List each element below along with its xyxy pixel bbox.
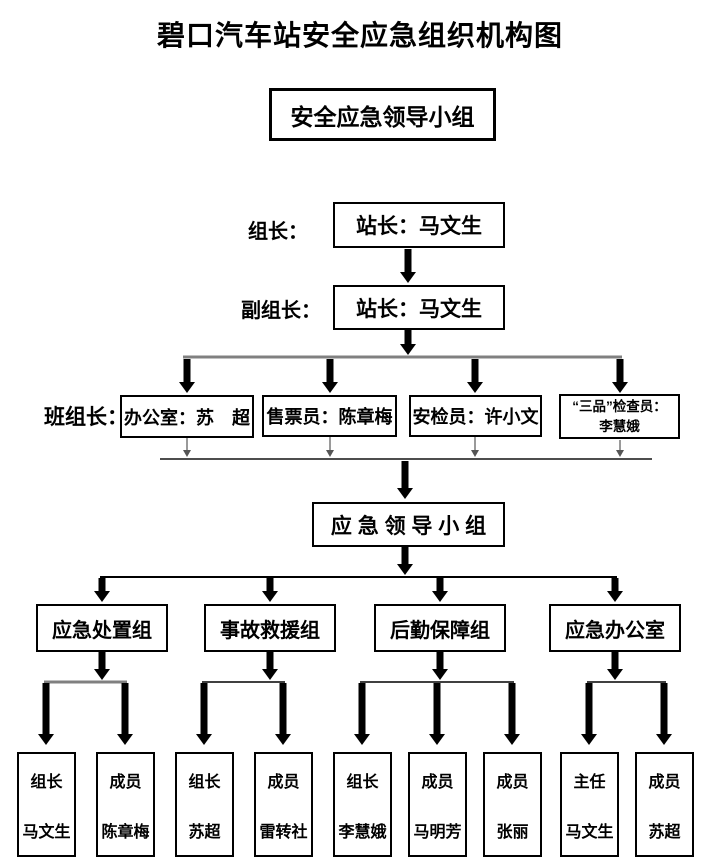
inspector-name: 李慧娥 <box>599 418 640 434</box>
member-box: 成员 雷转社 <box>254 752 313 857</box>
member-box: 成员 张丽 <box>483 752 542 857</box>
member-role: 组长 <box>346 773 379 791</box>
member-person: 雷转社 <box>259 823 308 841</box>
leader-row-label: 组长： <box>248 221 308 243</box>
member-box: 组长 李慧娥 <box>333 752 392 857</box>
member-person: 马文生 <box>565 823 614 841</box>
group-box-emergency-office: 应急办公室 <box>549 604 681 652</box>
foreman-box-office: 办公室：苏 超 <box>120 395 254 438</box>
member-box: 成员 陈章梅 <box>96 752 155 857</box>
member-role: 组长 <box>188 773 221 791</box>
foreman-row-label: 班组长： <box>44 406 128 429</box>
member-role: 成员 <box>421 773 454 791</box>
deputy-row-label: 副组长： <box>241 300 321 322</box>
member-person: 张丽 <box>496 823 529 841</box>
chart-title: 碧口汽车站安全应急组织机构图 <box>156 20 563 51</box>
member-box: 主任 马文生 <box>560 752 619 857</box>
member-role: 成员 <box>267 773 300 791</box>
foreman-box-three-items-inspector: “三品”检查员： 李慧娥 <box>559 394 680 439</box>
foreman-box-security-check: 安检员：许小文 <box>409 395 542 437</box>
member-person: 马文生 <box>22 823 71 841</box>
member-person: 马明芳 <box>413 823 462 841</box>
member-box: 成员 马明芳 <box>408 752 467 857</box>
group-box-logistics-support: 后勤保障组 <box>374 604 506 652</box>
leader-box: 站长：马文生 <box>333 202 505 248</box>
member-person: 陈章梅 <box>101 823 150 841</box>
member-box: 成员 苏超 <box>635 752 694 857</box>
member-role: 成员 <box>648 773 681 791</box>
member-box: 组长 马文生 <box>17 752 76 857</box>
member-person: 苏超 <box>648 823 681 841</box>
member-role: 主任 <box>573 773 606 791</box>
deputy-box: 站长：马文生 <box>333 285 505 330</box>
safety-leading-group-box: 安全应急领导小组 <box>269 88 496 141</box>
member-role: 成员 <box>496 773 529 791</box>
member-role: 组长 <box>30 773 63 791</box>
foreman-box-ticketing: 售票员：陈章梅 <box>262 395 397 437</box>
inspector-title: “三品”检查员： <box>572 398 667 414</box>
member-person: 苏超 <box>188 823 221 841</box>
group-box-accident-rescue: 事故救援组 <box>204 604 336 652</box>
member-box: 组长 苏超 <box>175 752 234 857</box>
group-box-emergency-response: 应急处置组 <box>36 604 168 652</box>
emergency-leading-group-box: 应 急 领 导 小 组 <box>312 502 505 547</box>
member-person: 李慧娥 <box>338 823 387 841</box>
member-role: 成员 <box>109 773 142 791</box>
